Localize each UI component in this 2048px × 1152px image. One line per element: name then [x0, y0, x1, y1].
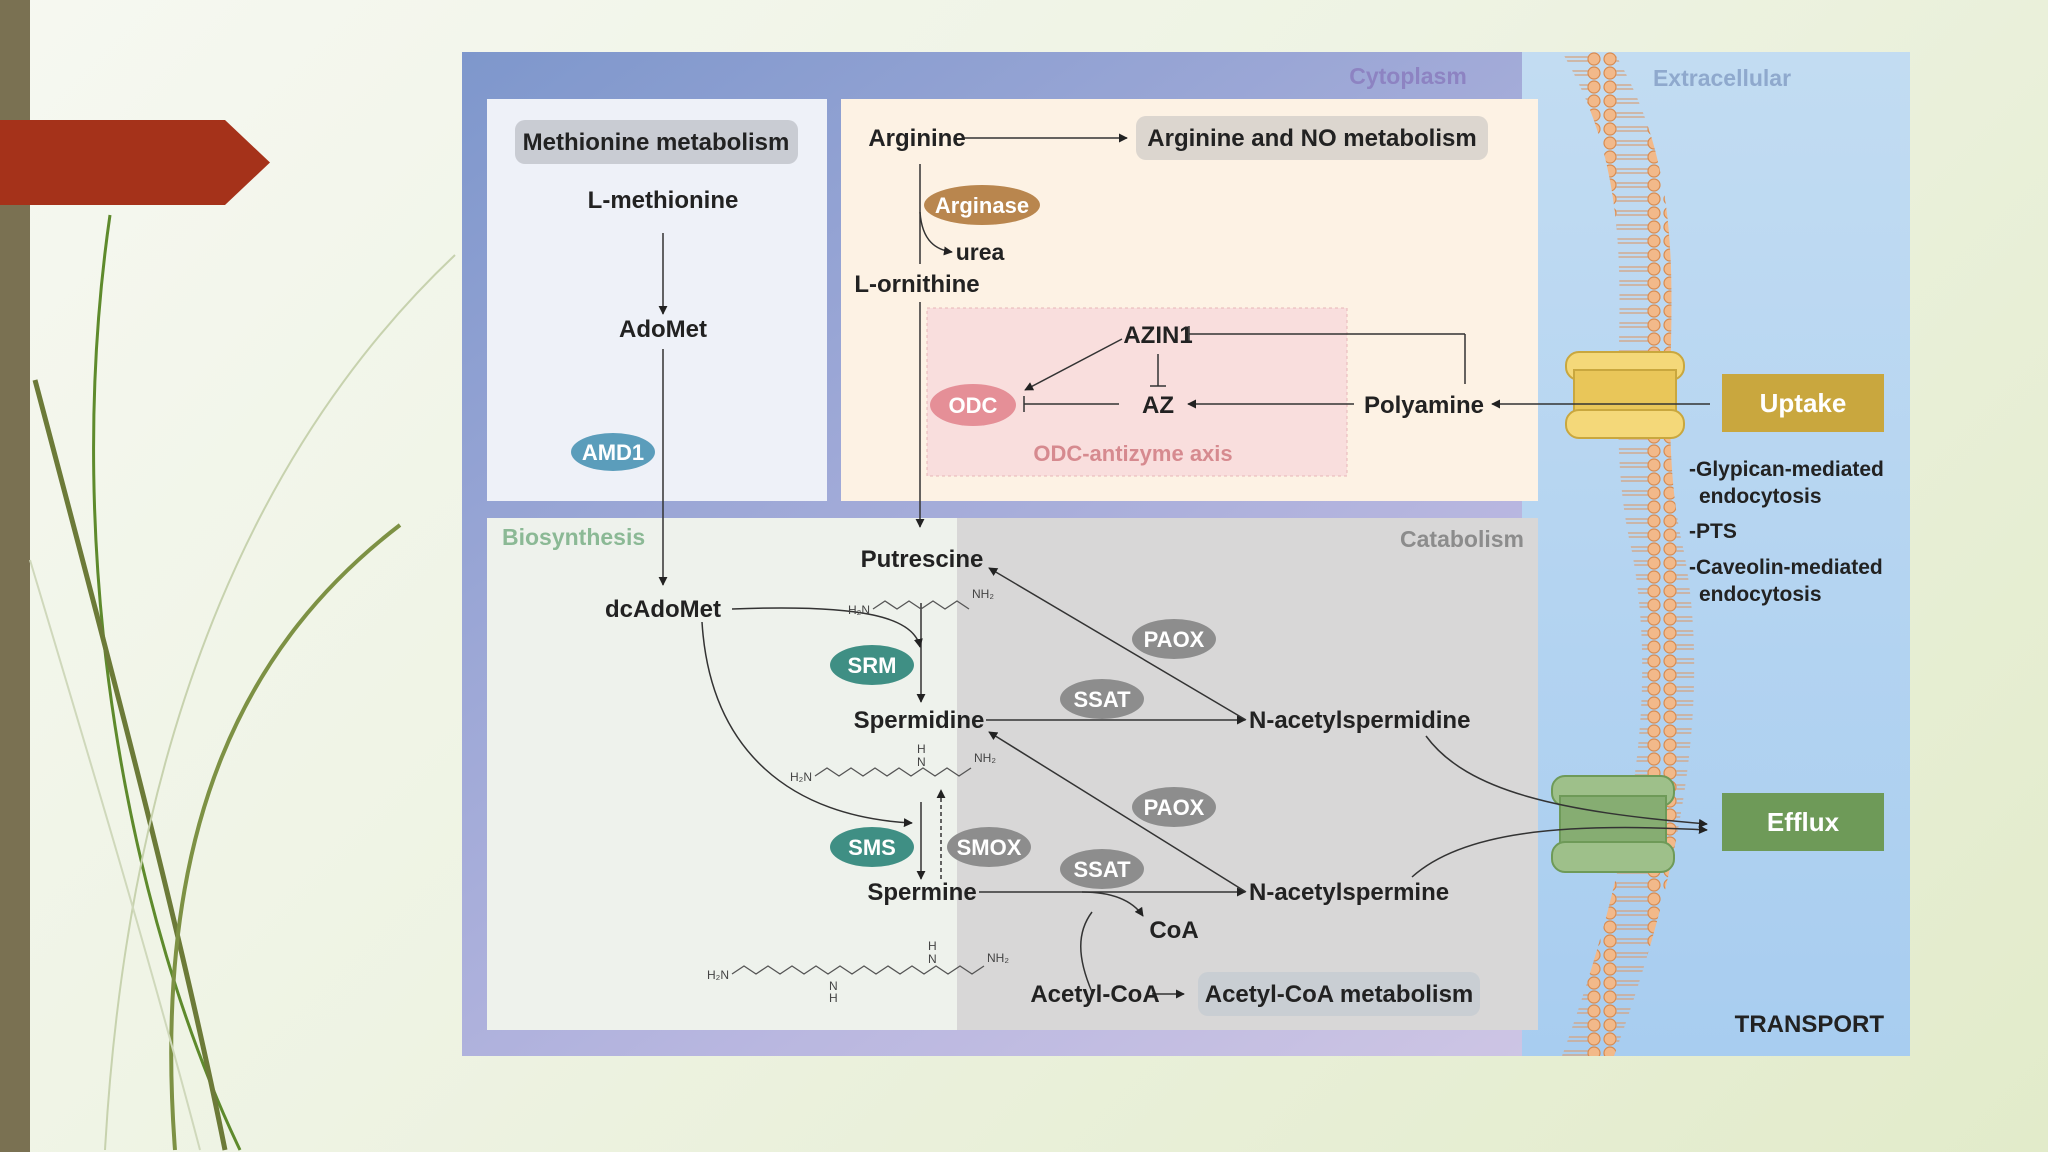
svg-text:N: N: [917, 755, 926, 769]
arginine-label: Arginine: [868, 125, 965, 152]
ssat-label-2: SSAT: [1073, 857, 1131, 882]
paox-label-2: PAOX: [1144, 795, 1205, 820]
svg-text:N: N: [928, 952, 937, 966]
extracellular-background: [1522, 52, 1910, 1056]
svg-text:NH₂: NH₂: [972, 587, 994, 601]
slide-accent-arrow-tab: [0, 120, 270, 205]
arginine-no-metabolism-title: Arginine and NO metabolism: [1147, 125, 1476, 152]
azin1-label: AZIN1: [1123, 322, 1192, 349]
efflux-transporter: [1551, 775, 1675, 873]
region-label-transport: TRANSPORT: [1735, 1011, 1885, 1038]
biosynthesis-panel: [487, 518, 957, 1030]
svg-text:N: N: [829, 979, 838, 993]
svg-text:NH₂: NH₂: [974, 751, 996, 765]
svg-text:H₂N: H₂N: [707, 968, 729, 982]
region-label-extracellular: Extracellular: [1653, 65, 1791, 91]
srm-enzyme: [830, 645, 914, 685]
efflux-label: Efflux: [1767, 807, 1840, 837]
uptake-item-1: -Glypican-mediated: [1689, 458, 1884, 481]
uptake-item-5: endocytosis: [1699, 583, 1822, 606]
chemical-structures: [731, 600, 985, 975]
polyamine-metabolism-figure: Cytoplasm Extracellular Biosynthesis Cat…: [462, 52, 1910, 1056]
odc-label: ODC: [949, 393, 998, 418]
efflux-box: [1722, 793, 1884, 851]
svg-text:NH₂: NH₂: [987, 951, 1009, 965]
svg-text:H: H: [928, 939, 937, 953]
methionine-metabolism-title: Methionine metabolism: [523, 129, 790, 156]
region-label-catabolism: Catabolism: [1400, 526, 1524, 552]
ssat-enzyme-1: [1060, 679, 1144, 719]
odc-enzyme: [930, 384, 1016, 426]
l-ornithine-label: L-ornithine: [854, 271, 979, 298]
uptake-label: Uptake: [1760, 388, 1847, 418]
region-label-biosynthesis: Biosynthesis: [502, 524, 645, 550]
sms-label: SMS: [848, 835, 896, 860]
arginase-label: Arginase: [935, 193, 1029, 218]
odc-antizyme-axis-caption: ODC-antizyme axis: [1033, 441, 1232, 466]
paox-enzyme-2: [1132, 787, 1216, 827]
amd1-label: AMD1: [582, 440, 644, 465]
sms-enzyme: [830, 827, 914, 867]
svg-text:H: H: [917, 742, 926, 756]
acetyl-coa-metabolism-box: [1198, 972, 1480, 1016]
methionine-metabolism-box: [515, 120, 798, 164]
svg-text:H₂N: H₂N: [790, 770, 812, 784]
paox-label-1: PAOX: [1144, 627, 1205, 652]
polyamine-label: Polyamine: [1364, 392, 1484, 419]
arginine-no-metabolism-box: [1136, 116, 1488, 160]
arginase-enzyme: [924, 185, 1040, 225]
pathway-arrows: [658, 133, 1710, 999]
methionine-panel: [487, 99, 827, 501]
ssat-label-1: SSAT: [1073, 687, 1131, 712]
n-acetylspermine-label: N-acetylspermine: [1249, 879, 1449, 906]
uptake-transporter: [1565, 351, 1685, 439]
az-label: AZ: [1142, 392, 1174, 419]
uptake-box: [1722, 374, 1884, 432]
l-methionine-label: L-methionine: [588, 187, 739, 214]
amd1-enzyme: [571, 433, 655, 471]
urea-label: urea: [956, 239, 1005, 265]
spermine-label: Spermine: [867, 879, 976, 906]
dcadomet-label: dcAdoMet: [605, 596, 721, 623]
smox-enzyme: [947, 827, 1031, 867]
n-acetylspermidine-label: N-acetylspermidine: [1249, 707, 1470, 734]
acetyl-coa-label: Acetyl-CoA: [1030, 981, 1159, 1008]
acetyl-coa-metabolism-title: Acetyl-CoA metabolism: [1205, 981, 1474, 1008]
putrescine-label: Putrescine: [861, 546, 984, 573]
spermidine-label: Spermidine: [854, 707, 985, 734]
adomet-label: AdoMet: [619, 316, 707, 343]
uptake-item-4: -Caveolin-mediated: [1689, 556, 1883, 579]
region-label-cytoplasm: Cytoplasm: [1349, 63, 1467, 89]
svg-text:H: H: [829, 991, 838, 1005]
uptake-item-2: endocytosis: [1699, 485, 1822, 508]
catabolism-panel: [957, 518, 1538, 1030]
srm-label: SRM: [848, 653, 897, 678]
coa-label: CoA: [1149, 917, 1198, 944]
uptake-mechanisms-list: -Glypican-mediated endocytosis -PTS -Cav…: [1689, 458, 1884, 606]
svg-text:H₂N: H₂N: [848, 603, 870, 617]
paox-enzyme-1: [1132, 619, 1216, 659]
uptake-item-3: -PTS: [1689, 520, 1737, 543]
smox-label: SMOX: [957, 835, 1022, 860]
ssat-enzyme-2: [1060, 849, 1144, 889]
chemical-labels: H₂N NH₂ H₂N H N NH₂ H₂N N H H N NH₂: [707, 587, 1009, 1005]
